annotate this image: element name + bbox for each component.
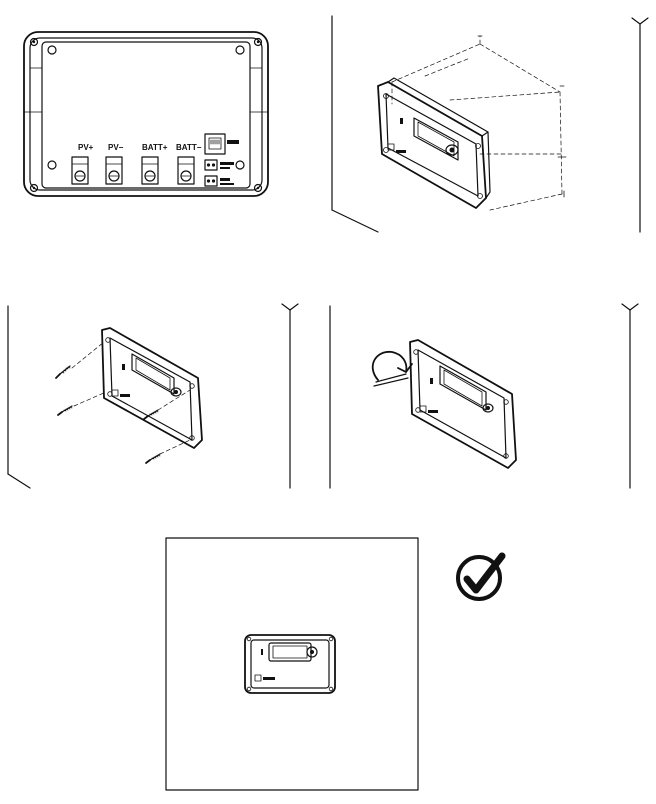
screw-mounting-panel (4, 302, 302, 492)
rotate-arrow-icon (371, 351, 413, 387)
rj-port (204, 133, 239, 155)
final-installed-panel (165, 537, 419, 791)
screw-icon (55, 341, 105, 379)
mount-hole-bl (29, 183, 39, 193)
checkmark-circle-icon (455, 550, 511, 606)
remote-connector (204, 175, 234, 187)
controller-front (409, 339, 517, 469)
mount-hole-tr (253, 37, 263, 47)
terminal-block-batt-minus (177, 156, 195, 185)
cutout-perspective-drawing (331, 15, 649, 233)
sensor-connector (204, 159, 234, 171)
terminal-label-pv-plus: PV+ (78, 143, 94, 152)
terminal-label-batt-plus: BATT+ (142, 143, 168, 152)
screw-icon (143, 389, 191, 420)
controller-perspective (377, 77, 491, 209)
terminal-block-pv-minus (105, 156, 123, 185)
tighten-screws-drawing (329, 303, 639, 489)
screw-icon (57, 391, 107, 416)
rear-view-drawing: PV+ PV− BATT+ BATT− (23, 31, 269, 197)
cutout-perspective-panel (330, 14, 650, 236)
wall-frame (165, 537, 419, 791)
tighten-screws-panel (326, 302, 644, 492)
rear-view-panel: PV+ PV− BATT+ BATT− (22, 30, 272, 200)
mount-hole-br (253, 183, 263, 193)
screw-mounting-drawing (7, 303, 299, 489)
mount-hole-tl (29, 37, 39, 47)
terminal-block-pv-plus (71, 156, 89, 185)
terminal-label-pv-minus: PV− (108, 143, 124, 152)
screw-icon (145, 439, 191, 464)
terminal-label-batt-minus: BATT− (176, 143, 202, 152)
controller-front (101, 327, 203, 449)
terminal-block-batt-plus (141, 156, 159, 185)
final-installed-drawing (165, 537, 419, 791)
installed-controller (244, 634, 336, 694)
